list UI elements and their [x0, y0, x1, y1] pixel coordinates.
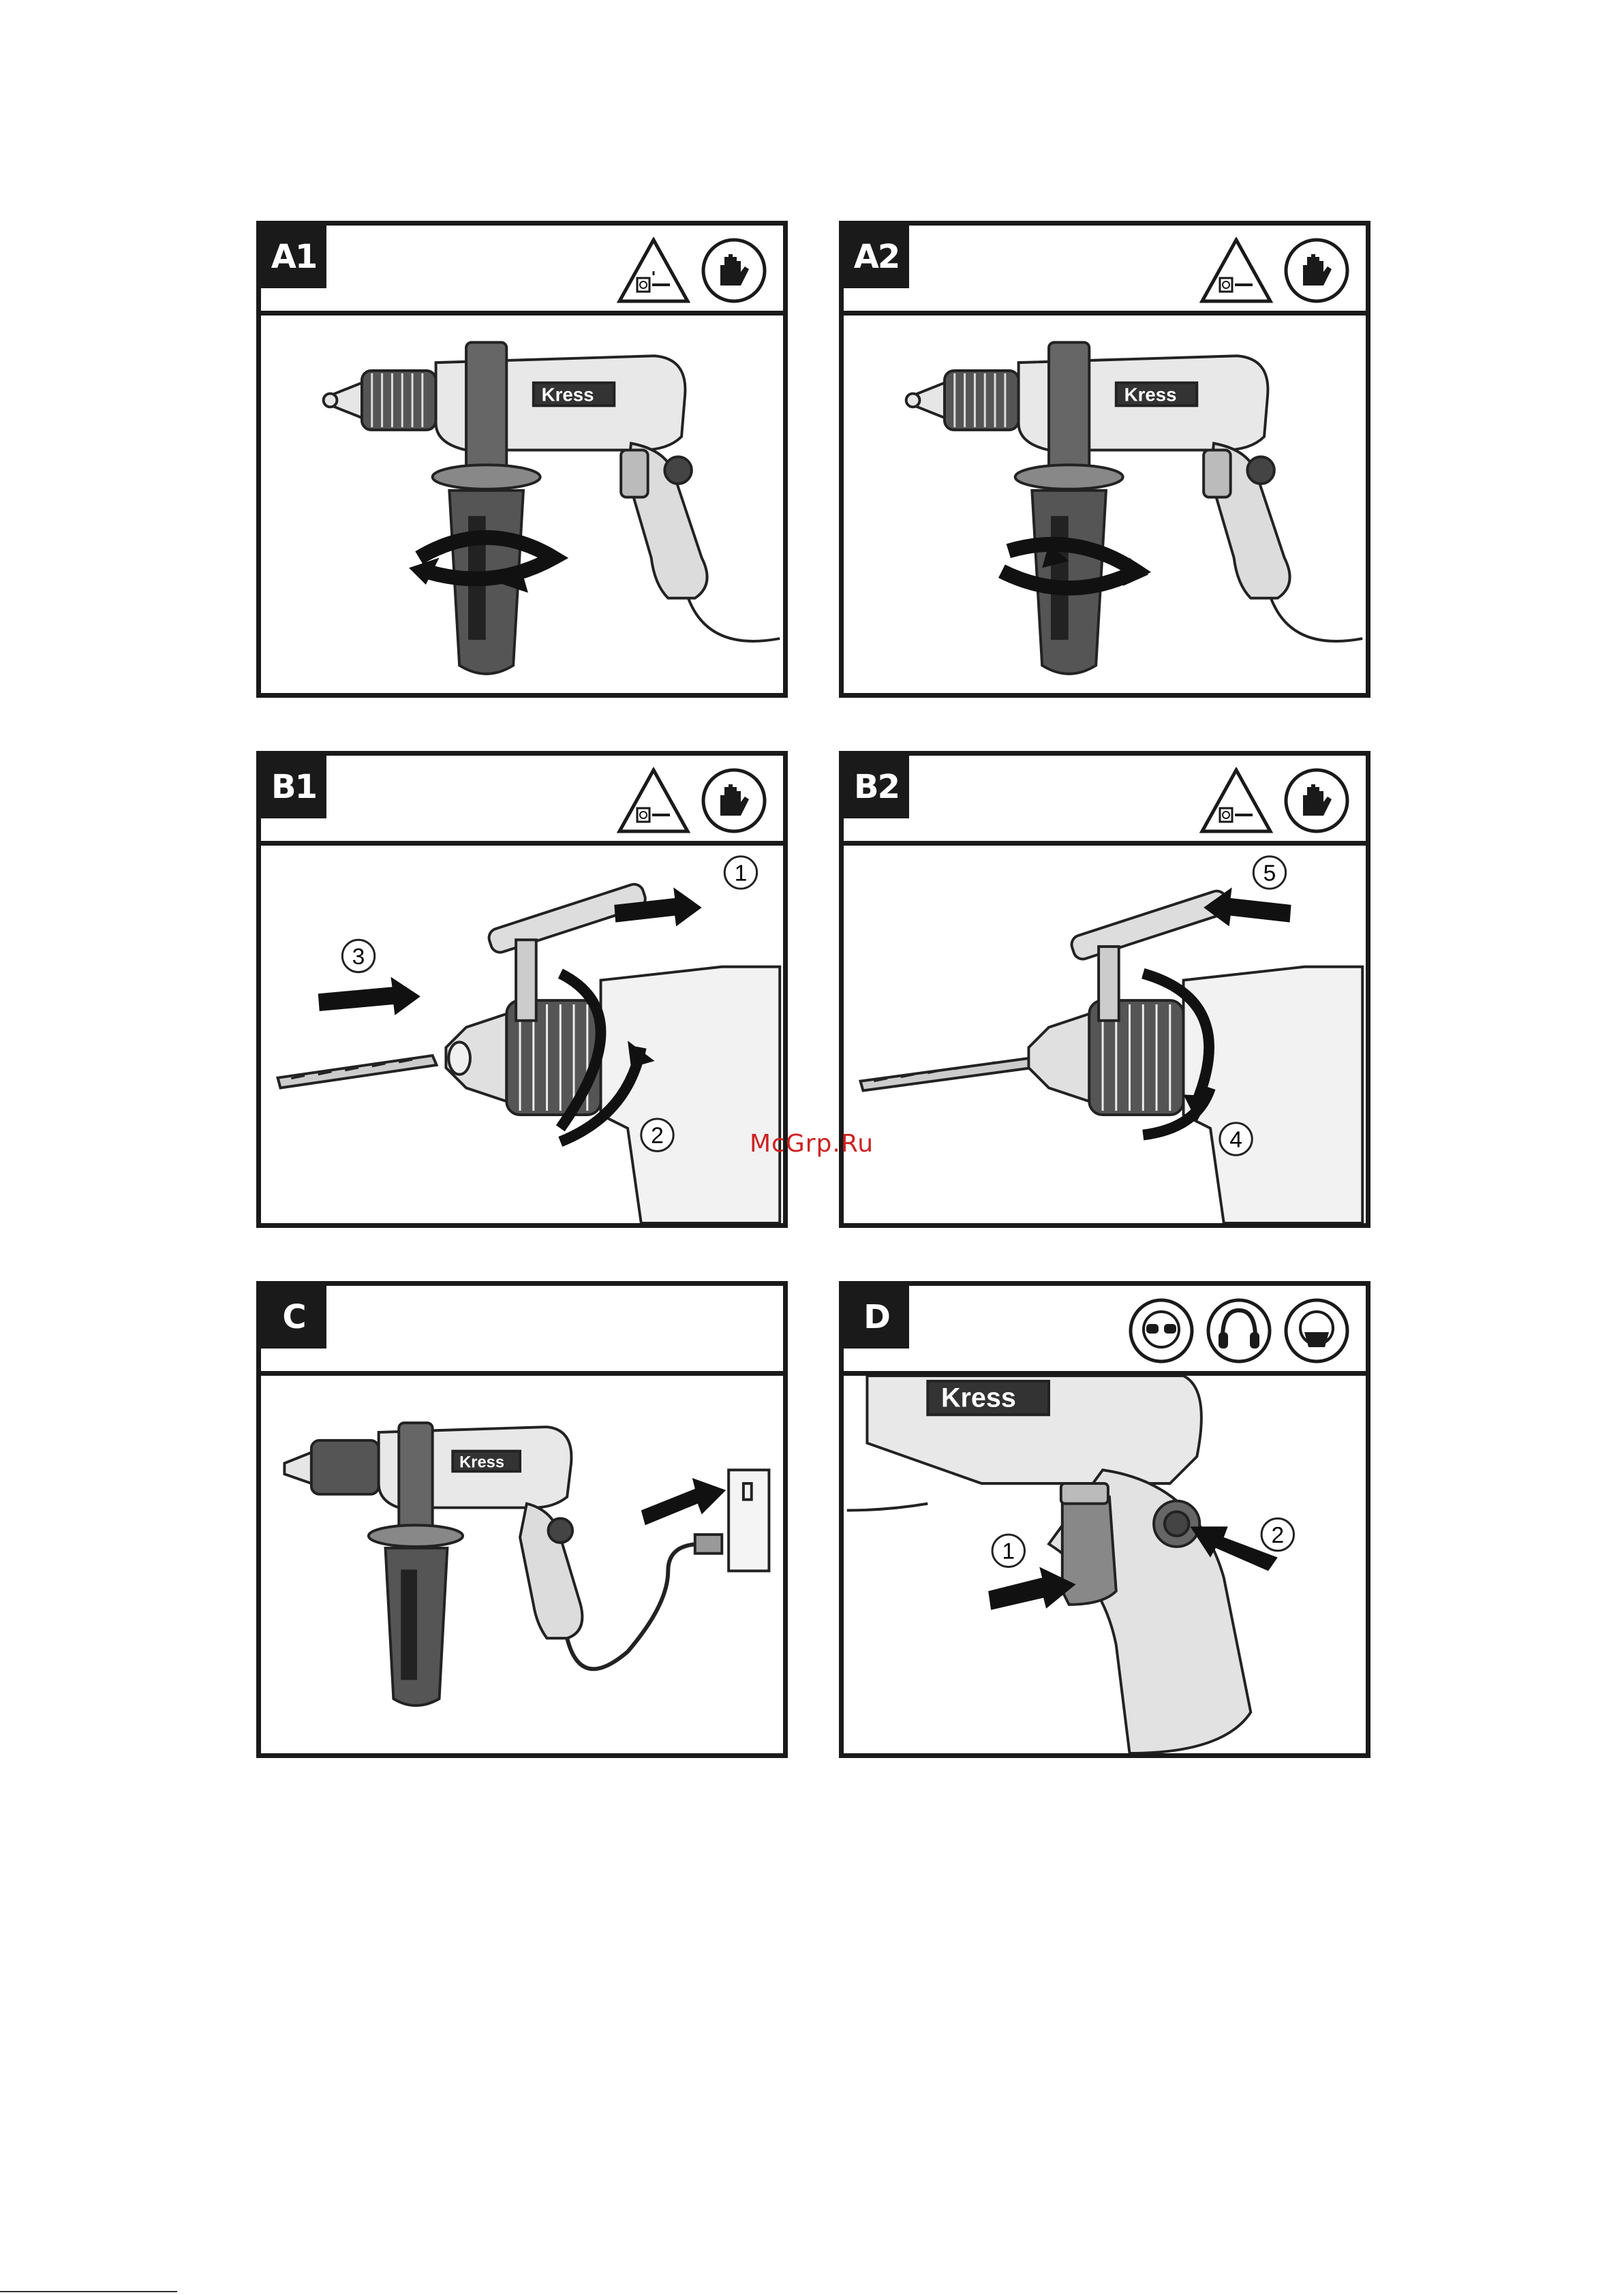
panel-icons [617, 767, 768, 835]
gloves-icon [1283, 767, 1351, 835]
panel-label: D [844, 1286, 909, 1349]
panel-icons [617, 236, 768, 305]
panel-icons [1199, 236, 1351, 305]
panel-c: C Kress [256, 1281, 788, 1758]
step-number: 2 [1271, 1523, 1284, 1548]
gloves-icon [700, 767, 768, 835]
step-marker: 3 [342, 940, 374, 972]
panel-label: B2 [844, 756, 909, 818]
step-number: 5 [1263, 861, 1276, 886]
panel-header: B1 [261, 756, 783, 846]
panel-header: A1 [261, 226, 783, 315]
panel-icons [1199, 767, 1351, 835]
step-marker: 1 [724, 857, 756, 889]
illustration-tighten-chuck: 5 4 [844, 846, 1366, 1223]
brand-text: Kress [542, 384, 594, 405]
watermark: McGrp.Ru [750, 1130, 874, 1158]
panel-b1: B1 [256, 751, 788, 1228]
panel-icons [1127, 1297, 1351, 1365]
panel-label: A2 [844, 226, 909, 288]
panel-label: C [261, 1286, 326, 1349]
panel-d: D Kre [839, 1281, 1370, 1758]
step-marker: 4 [1220, 1123, 1252, 1155]
panel-a2: A2 [839, 221, 1370, 698]
illustration-plug-in: Kress [261, 1376, 783, 1753]
illustration-drill-handle: Kress [844, 315, 1366, 693]
unplug-warning-icon [1199, 767, 1273, 834]
panel-label: A1 [261, 226, 326, 288]
illustration-switch-lock: Kress 1 2 [844, 1376, 1366, 1753]
safety-glasses-icon [1127, 1297, 1195, 1365]
step-marker: 2 [641, 1119, 673, 1151]
brand-text: Kress [941, 1383, 1016, 1413]
panel-header: B2 [844, 756, 1366, 846]
step-marker: 1 [992, 1535, 1024, 1567]
step-number: 4 [1229, 1127, 1242, 1152]
panel-header: C [261, 1286, 783, 1376]
illustration-drill-handle: Kress [261, 315, 783, 693]
brand-text: Kress [459, 1453, 504, 1471]
gloves-icon [700, 236, 768, 305]
unplug-warning-icon [1199, 237, 1273, 304]
ear-protection-icon [1205, 1297, 1273, 1365]
step-number: 2 [651, 1123, 664, 1148]
panel-header: D [844, 1286, 1366, 1376]
dust-mask-icon [1283, 1297, 1351, 1365]
unplug-warning-icon [617, 767, 690, 834]
arrow-right-icon [641, 1478, 726, 1525]
panel-a1: A1 [256, 221, 788, 698]
step-marker: 5 [1253, 857, 1285, 889]
brand-text: Kress [1124, 384, 1177, 405]
step-number: 1 [1002, 1539, 1015, 1565]
step-marker: 2 [1261, 1518, 1293, 1550]
panel-header: A2 [844, 226, 1366, 315]
step-number: 1 [735, 861, 748, 886]
gloves-icon [1283, 236, 1351, 305]
step-number: 3 [352, 944, 365, 970]
arrow-right-icon [318, 977, 420, 1015]
panel-b2: B2 [839, 751, 1370, 1228]
footer-divider [0, 2291, 177, 2292]
unplug-warning-icon [617, 237, 690, 304]
panel-label: B1 [261, 756, 326, 818]
illustration-insert-bit: 1 2 3 [261, 846, 783, 1223]
